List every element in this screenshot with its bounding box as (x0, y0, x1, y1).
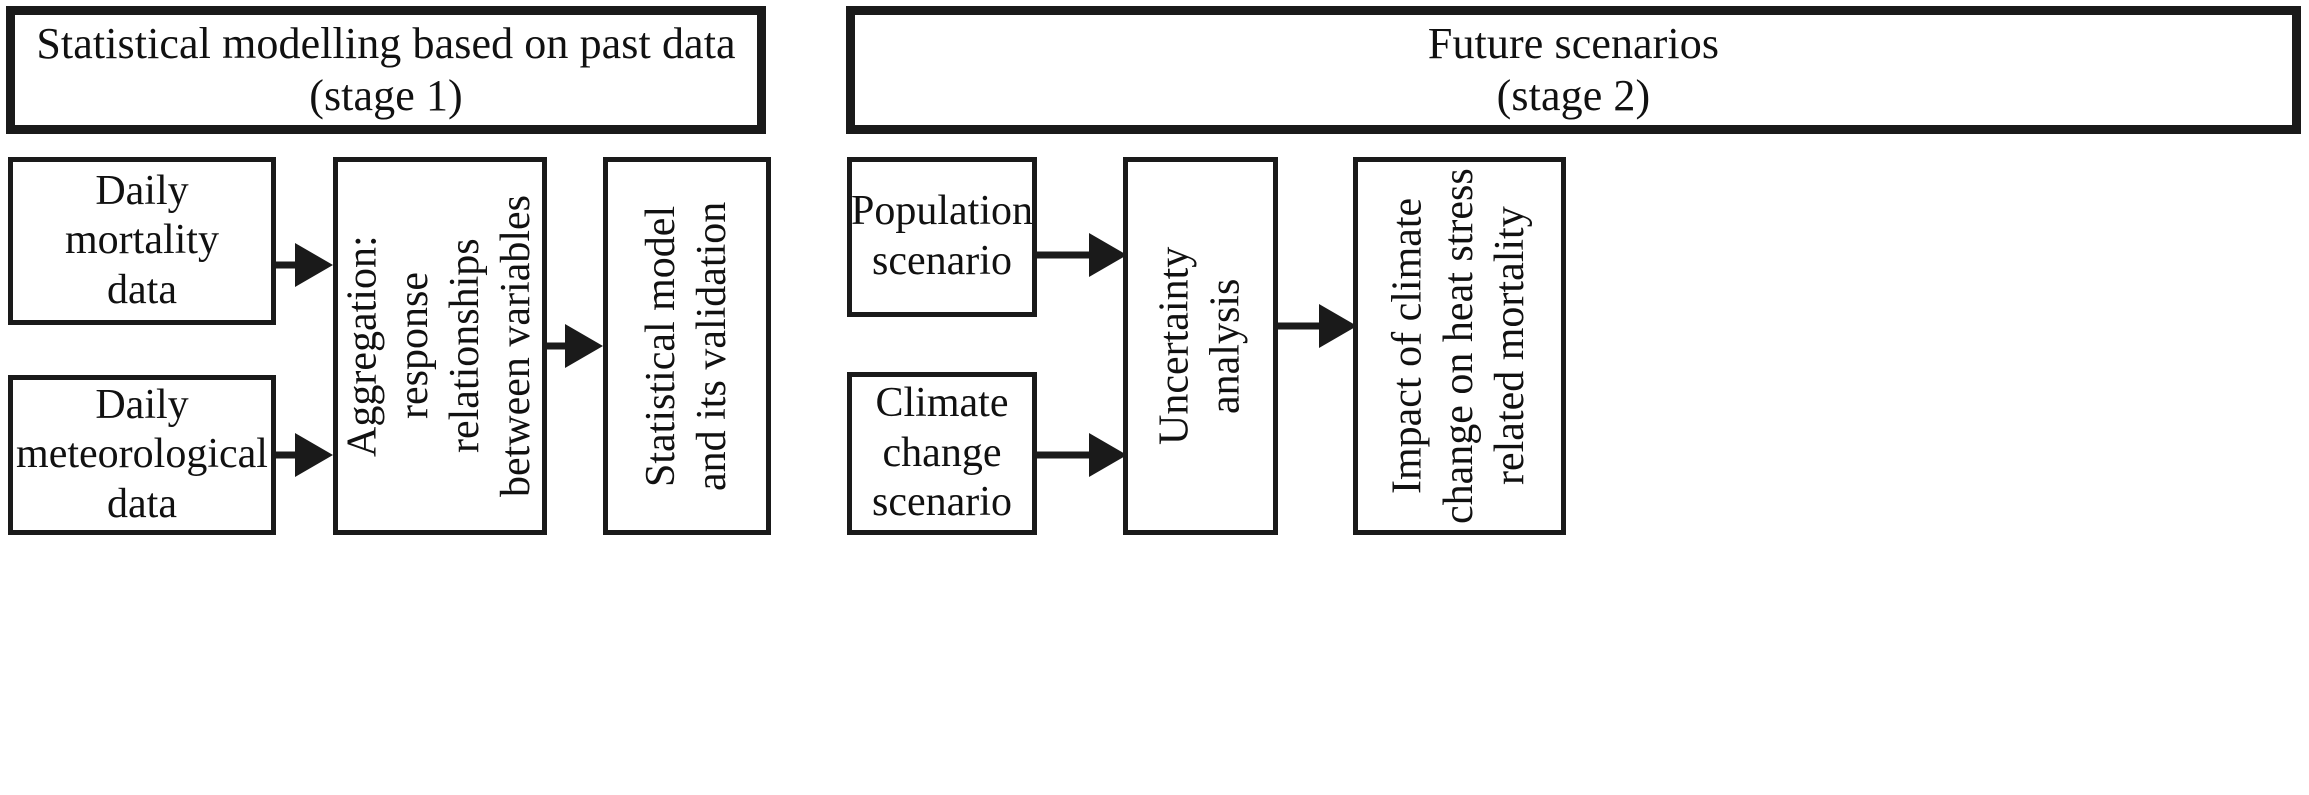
node-statistical-model-label: Statistical model and its validation (637, 201, 735, 491)
node-population-scenario: Population scenario (847, 157, 1037, 317)
arrow-population-to-uncertainty (1037, 233, 1127, 277)
stage-2-header-box: Future scenarios (stage 2) (846, 6, 2301, 134)
node-daily-meteorological-data-label: Daily meteorological data (16, 381, 268, 527)
stage-1-header-box: Statistical modelling based on past data… (6, 6, 766, 134)
node-impact-of-climate-change: Impact of climate change on heat stress … (1353, 157, 1566, 535)
arrow-uncertainty-to-impact (1278, 304, 1357, 348)
node-uncertainty-analysis: Uncertainty analysis (1123, 157, 1278, 535)
arrow-aggregation-to-statistical-model (547, 324, 603, 368)
node-climate-change-scenario: Climate change scenario (847, 372, 1037, 535)
arrow-mortality-to-aggregation (276, 243, 333, 287)
node-aggregation-label: Aggregation: response relationships betw… (339, 194, 540, 498)
node-daily-mortality-data: Daily mortality data (8, 157, 276, 325)
node-impact-of-climate-change-label: Impact of climate change on heat stress … (1384, 168, 1534, 524)
node-statistical-model: Statistical model and its validation (603, 157, 771, 535)
node-climate-change-scenario-label: Climate change scenario (872, 380, 1012, 526)
node-daily-meteorological-data: Daily meteorological data (8, 375, 276, 535)
stage-2-header-label: Future scenarios (stage 2) (1427, 19, 1720, 120)
arrow-meteorological-to-aggregation (276, 433, 333, 477)
node-population-scenario-label: Population scenario (851, 188, 1034, 284)
node-aggregation: Aggregation: response relationships betw… (333, 157, 547, 535)
stage-1-header-label: Statistical modelling based on past data… (36, 19, 736, 120)
node-daily-mortality-data-label: Daily mortality data (65, 167, 219, 313)
node-uncertainty-analysis-label: Uncertainty analysis (1151, 246, 1249, 446)
arrow-climate-to-uncertainty (1037, 433, 1127, 477)
